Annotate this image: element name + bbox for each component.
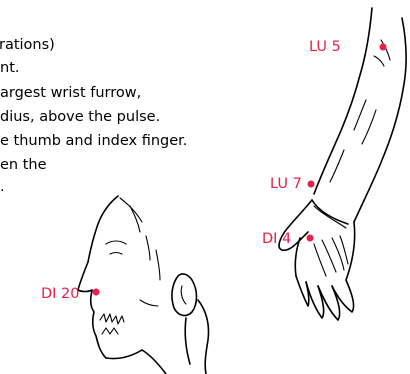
arm-drawing xyxy=(279,8,406,320)
di4-point xyxy=(307,235,314,242)
di20-point xyxy=(93,289,100,296)
lu7-label: LU 7 xyxy=(270,177,302,192)
lu7-point xyxy=(308,181,315,188)
di4-label: DI 4 xyxy=(262,232,291,247)
acupoint-markers xyxy=(93,44,387,296)
lu5-point xyxy=(380,44,387,51)
lu5-label: LU 5 xyxy=(309,40,341,55)
head-drawing xyxy=(78,196,209,374)
di20-label: DI 20 xyxy=(41,287,80,302)
